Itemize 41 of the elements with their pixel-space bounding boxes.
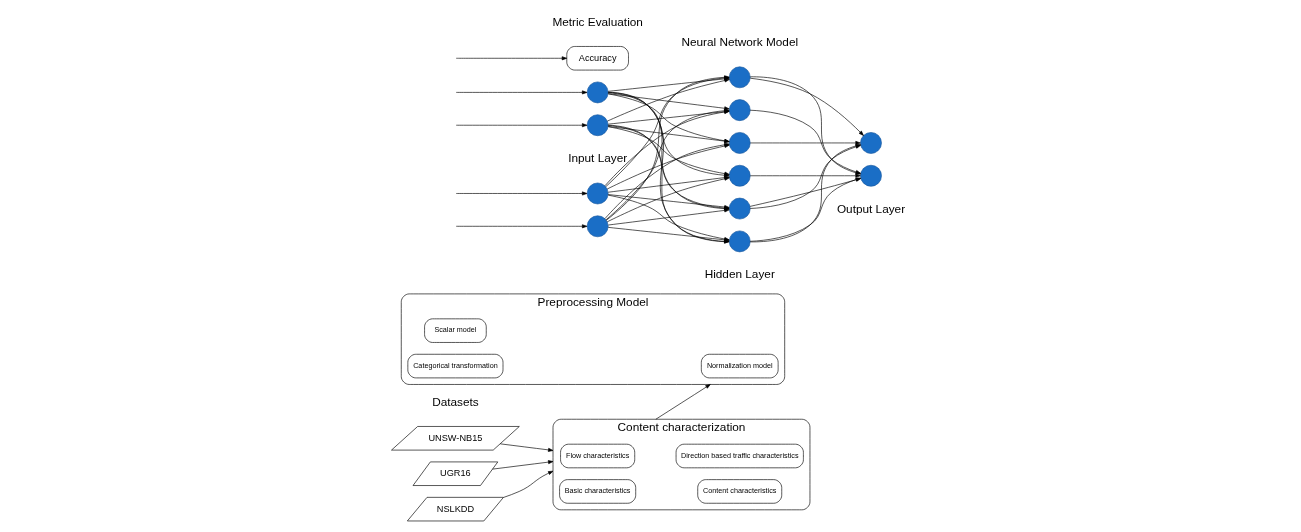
arrow [455, 191, 587, 196]
node-box: Content characteristics [696, 479, 782, 504]
arrow [499, 443, 553, 452]
node-circle [586, 215, 608, 238]
arrow [655, 384, 711, 420]
node-circle [728, 99, 751, 121]
node-box: Direction based traffic characteristics [675, 443, 804, 469]
node-box: Accuracy [565, 46, 629, 71]
label: Output Layer [836, 201, 905, 216]
node-circle [728, 66, 751, 89]
node-circle [859, 164, 882, 187]
node-box: Normalization model [700, 353, 778, 379]
node-circle [728, 164, 751, 187]
node-box: Flow characteristics [559, 443, 635, 469]
label: Metric Evaluation [551, 14, 643, 29]
arrow [455, 56, 567, 61]
node-box: Categorical transformation [407, 353, 503, 379]
label: Neural Network Model [680, 35, 798, 50]
node-box: Basic characteristics [558, 479, 636, 504]
node-circle [586, 81, 608, 104]
node-circle [586, 182, 608, 205]
node-box: Scalar model [423, 318, 487, 343]
arrow [749, 76, 861, 175]
label: Hidden Layer [704, 267, 775, 282]
arrow [749, 77, 864, 136]
node-circle [586, 114, 608, 137]
label: Datasets [431, 394, 479, 409]
node-circle [728, 230, 751, 253]
arrow [455, 90, 587, 95]
arrow [491, 460, 553, 470]
arrow [749, 109, 861, 174]
arrow [455, 123, 587, 128]
label: Input Layer [567, 151, 627, 166]
node-circle [728, 132, 751, 154]
arrow [749, 141, 861, 145]
arrow [607, 76, 730, 92]
arrow [455, 224, 587, 229]
arrow [607, 227, 730, 242]
arrow [749, 173, 861, 178]
node-circle [728, 197, 751, 220]
arrow [502, 470, 553, 498]
